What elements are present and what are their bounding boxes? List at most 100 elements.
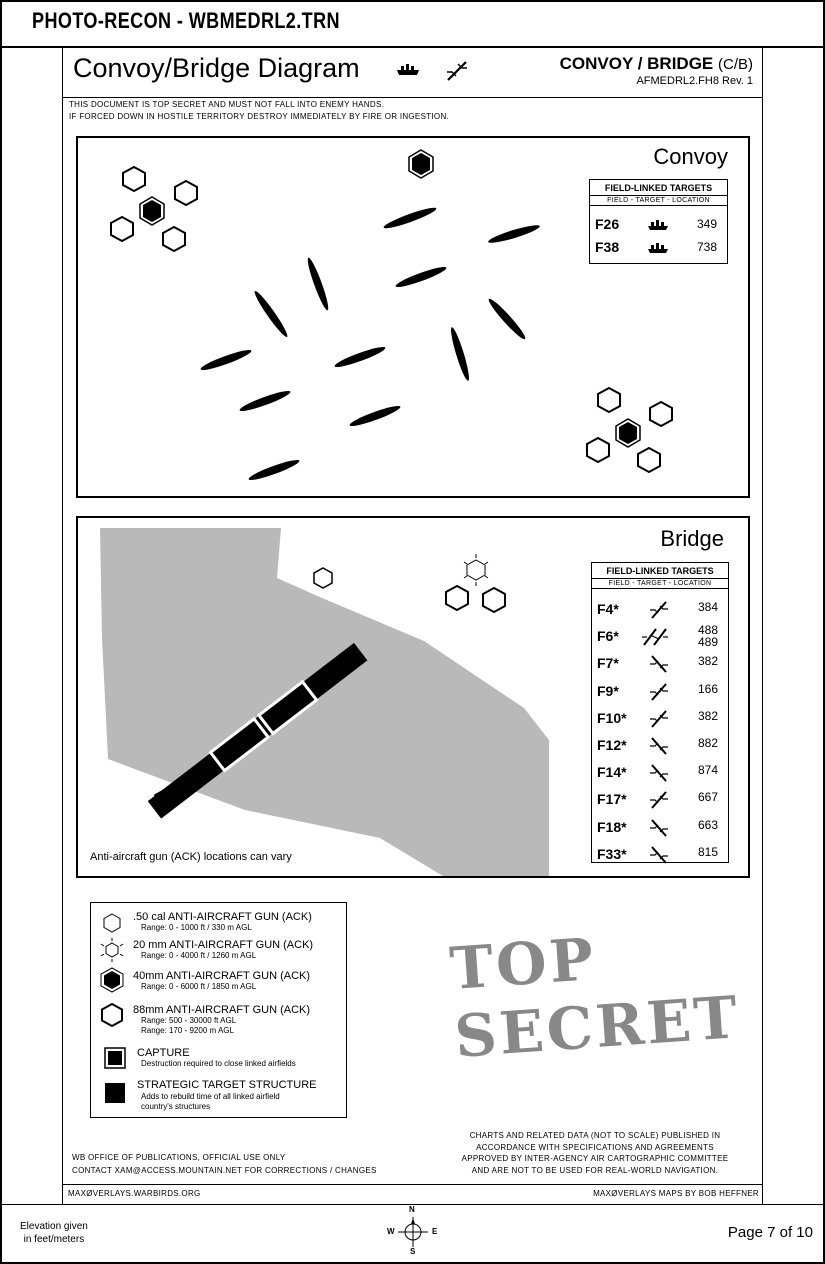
aaa-hexagon-icon: [586, 386, 673, 474]
doc-code-suffix: (C/B): [718, 56, 753, 73]
legend-sub: Range: 500 - 30000 ft AGL: [141, 1016, 237, 1025]
bridge-b-icon: [650, 764, 668, 782]
field-id: F38: [595, 239, 620, 255]
bridge-a-icon: [650, 710, 668, 728]
map-credit: MAXØVERLAYS MAPS BY BOB HEFFNER: [593, 1189, 759, 1198]
capture-icon: [104, 1047, 126, 1069]
doc-code-line: CONVOY / BRIDGE (C/B): [560, 54, 753, 74]
charts-line-3: APPROVED BY INTER-AGENCY AIR CARTOGRAPHI…: [461, 1154, 729, 1163]
target-location: 382: [697, 654, 718, 669]
compass-n: N: [409, 1205, 415, 1214]
convoy-title: Convoy: [653, 144, 728, 169]
convoy-ship-icon: [648, 220, 668, 230]
bridge-panel: Bridge Anti-aircraft gun (ACK) locations…: [76, 516, 750, 878]
target-location: 382: [697, 708, 718, 723]
legend-title: .50 cal ANTI-AIRCRAFT GUN (ACK): [133, 911, 312, 923]
river-area: [100, 528, 549, 876]
field-id: F10*: [597, 709, 627, 726]
table-row: F26 349: [590, 212, 727, 236]
legend-sub: Range: 0 - 4000 ft / 1260 m AGL: [141, 951, 257, 960]
legend-sub: Destruction required to close linked air…: [141, 1059, 296, 1068]
target-location: 166: [697, 681, 718, 696]
field-id: F26: [595, 216, 620, 232]
bridge-b-icon: [650, 655, 668, 674]
field-id: F18*: [597, 818, 627, 835]
compass-e: E: [432, 1227, 438, 1236]
document-border: [62, 47, 763, 1204]
bridge-title: Bridge: [660, 526, 724, 551]
target-location: 882: [697, 736, 718, 750]
convoy-targets-table: FIELD-LINKED TARGETS FIELD - TARGET - LO…: [589, 179, 728, 264]
hexagon-burst-icon: [100, 938, 124, 962]
table-row: F7* 382: [592, 651, 728, 675]
legend-title: 40mm ANTI-AIRCRAFT GUN (ACK): [133, 970, 311, 982]
table-row: F4*384: [592, 597, 728, 621]
table-row: F17* 667: [592, 787, 728, 811]
target-location-2: 489: [697, 635, 718, 650]
legend-box: .50 cal ANTI-AIRCRAFT GUN (ACK) Range: 0…: [90, 902, 347, 1118]
table-row: F10* 382: [592, 706, 728, 730]
legend-sub: Range: 0 - 6000 ft / 1850 m AGL: [141, 982, 257, 991]
elevation-line-2: in feet/meters: [23, 1234, 85, 1245]
field-id: F17*: [597, 791, 627, 808]
hexagon-large-icon: [101, 1002, 123, 1028]
elevation-note: Elevation given in feet/meters: [20, 1220, 88, 1246]
footer-divider-bottom: [0, 1204, 825, 1205]
charts-line-2: ACCORDANCE WITH SPECIFICATIONS AND AGREE…: [476, 1142, 714, 1152]
aaa-88mm-icon: [445, 584, 469, 612]
field-id: F12*: [597, 737, 627, 753]
convoy-ship-icon: [397, 64, 419, 75]
table-row: F33*815: [592, 842, 728, 866]
page-header-title: PHOTO-RECON - WBMEDRL2.TRN: [32, 8, 340, 33]
site-link[interactable]: MAXØVERLAYS.WARBIRDS.ORG: [68, 1189, 201, 1198]
bridge-structure: [147, 642, 368, 819]
compass-rose-icon: [398, 1217, 428, 1247]
office-line-1: WB OFFICE OF PUBLICATIONS, OFFICIAL USE …: [72, 1153, 286, 1162]
legend-title: CAPTURE: [137, 1047, 190, 1059]
bridge-icon: [447, 61, 467, 81]
field-id: F7*: [597, 655, 619, 672]
field-id: F9*: [597, 682, 619, 699]
header-divider: [0, 46, 825, 48]
table-row: F9* 166: [592, 679, 728, 703]
page-number: Page 7 of 10: [727, 1224, 813, 1241]
legend-sub: Adds to rebuild time of all linked airfi…: [141, 1092, 280, 1101]
aaa-50cal-icon: [313, 567, 333, 589]
target-location: 488: [697, 623, 718, 638]
bridge-a-icon: [650, 791, 668, 810]
doc-code: CONVOY / BRIDGE: [559, 54, 714, 73]
hexagon-filled-icon: [100, 967, 124, 993]
convoy-ship-icon: [648, 243, 668, 253]
aaa-20mm-icon: [463, 554, 489, 586]
table-row: F38 738: [590, 235, 727, 259]
target-location: 815: [697, 844, 718, 859]
target-location: 384: [697, 600, 718, 614]
bridge-targets-table: FIELD-LINKED TARGETS FIELD - TARGET - LO…: [591, 562, 729, 866]
compass-w: W: [387, 1227, 395, 1236]
hexagon-small-icon: [103, 913, 121, 933]
warning-line-1: THIS DOCUMENT IS TOP SECRET AND MUST NOT…: [69, 100, 385, 109]
bridge-b-icon: [650, 846, 668, 864]
convoy-map: [110, 149, 673, 480]
office-line-2: CONTACT XAM@ACCESS.MOUNTAIN.NET FOR CORR…: [72, 1166, 377, 1175]
legend-sub: country's structures: [141, 1102, 211, 1111]
legend-title: 88mm ANTI-AIRCRAFT GUN (ACK): [133, 1004, 311, 1016]
legend-title: STRATEGIC TARGET STRUCTURE: [137, 1079, 317, 1091]
table-row: F14*874: [592, 760, 728, 784]
bridge-double-icon: [642, 628, 668, 646]
target-location: 663: [697, 817, 718, 832]
bridge-table-heading: FIELD-LINKED TARGETS: [592, 563, 728, 579]
charts-line-4: AND ARE NOT TO BE USED FOR REAL-WORLD NA…: [471, 1165, 719, 1175]
bridge-a-icon: [650, 601, 668, 619]
legend-sub: Range: 0 - 1000 ft / 330 m AGL: [141, 923, 252, 932]
aaa-hexagon-icon: [110, 165, 198, 253]
legend-sub: Range: 170 - 9200 m AGL: [141, 1026, 234, 1035]
footer-divider-top: [62, 1184, 763, 1185]
strategic-target-icon: [105, 1083, 125, 1103]
elevation-line-1: Elevation given: [20, 1221, 88, 1232]
title-divider: [62, 97, 763, 98]
target-location: 667: [697, 790, 718, 805]
target-location: 738: [696, 240, 717, 254]
